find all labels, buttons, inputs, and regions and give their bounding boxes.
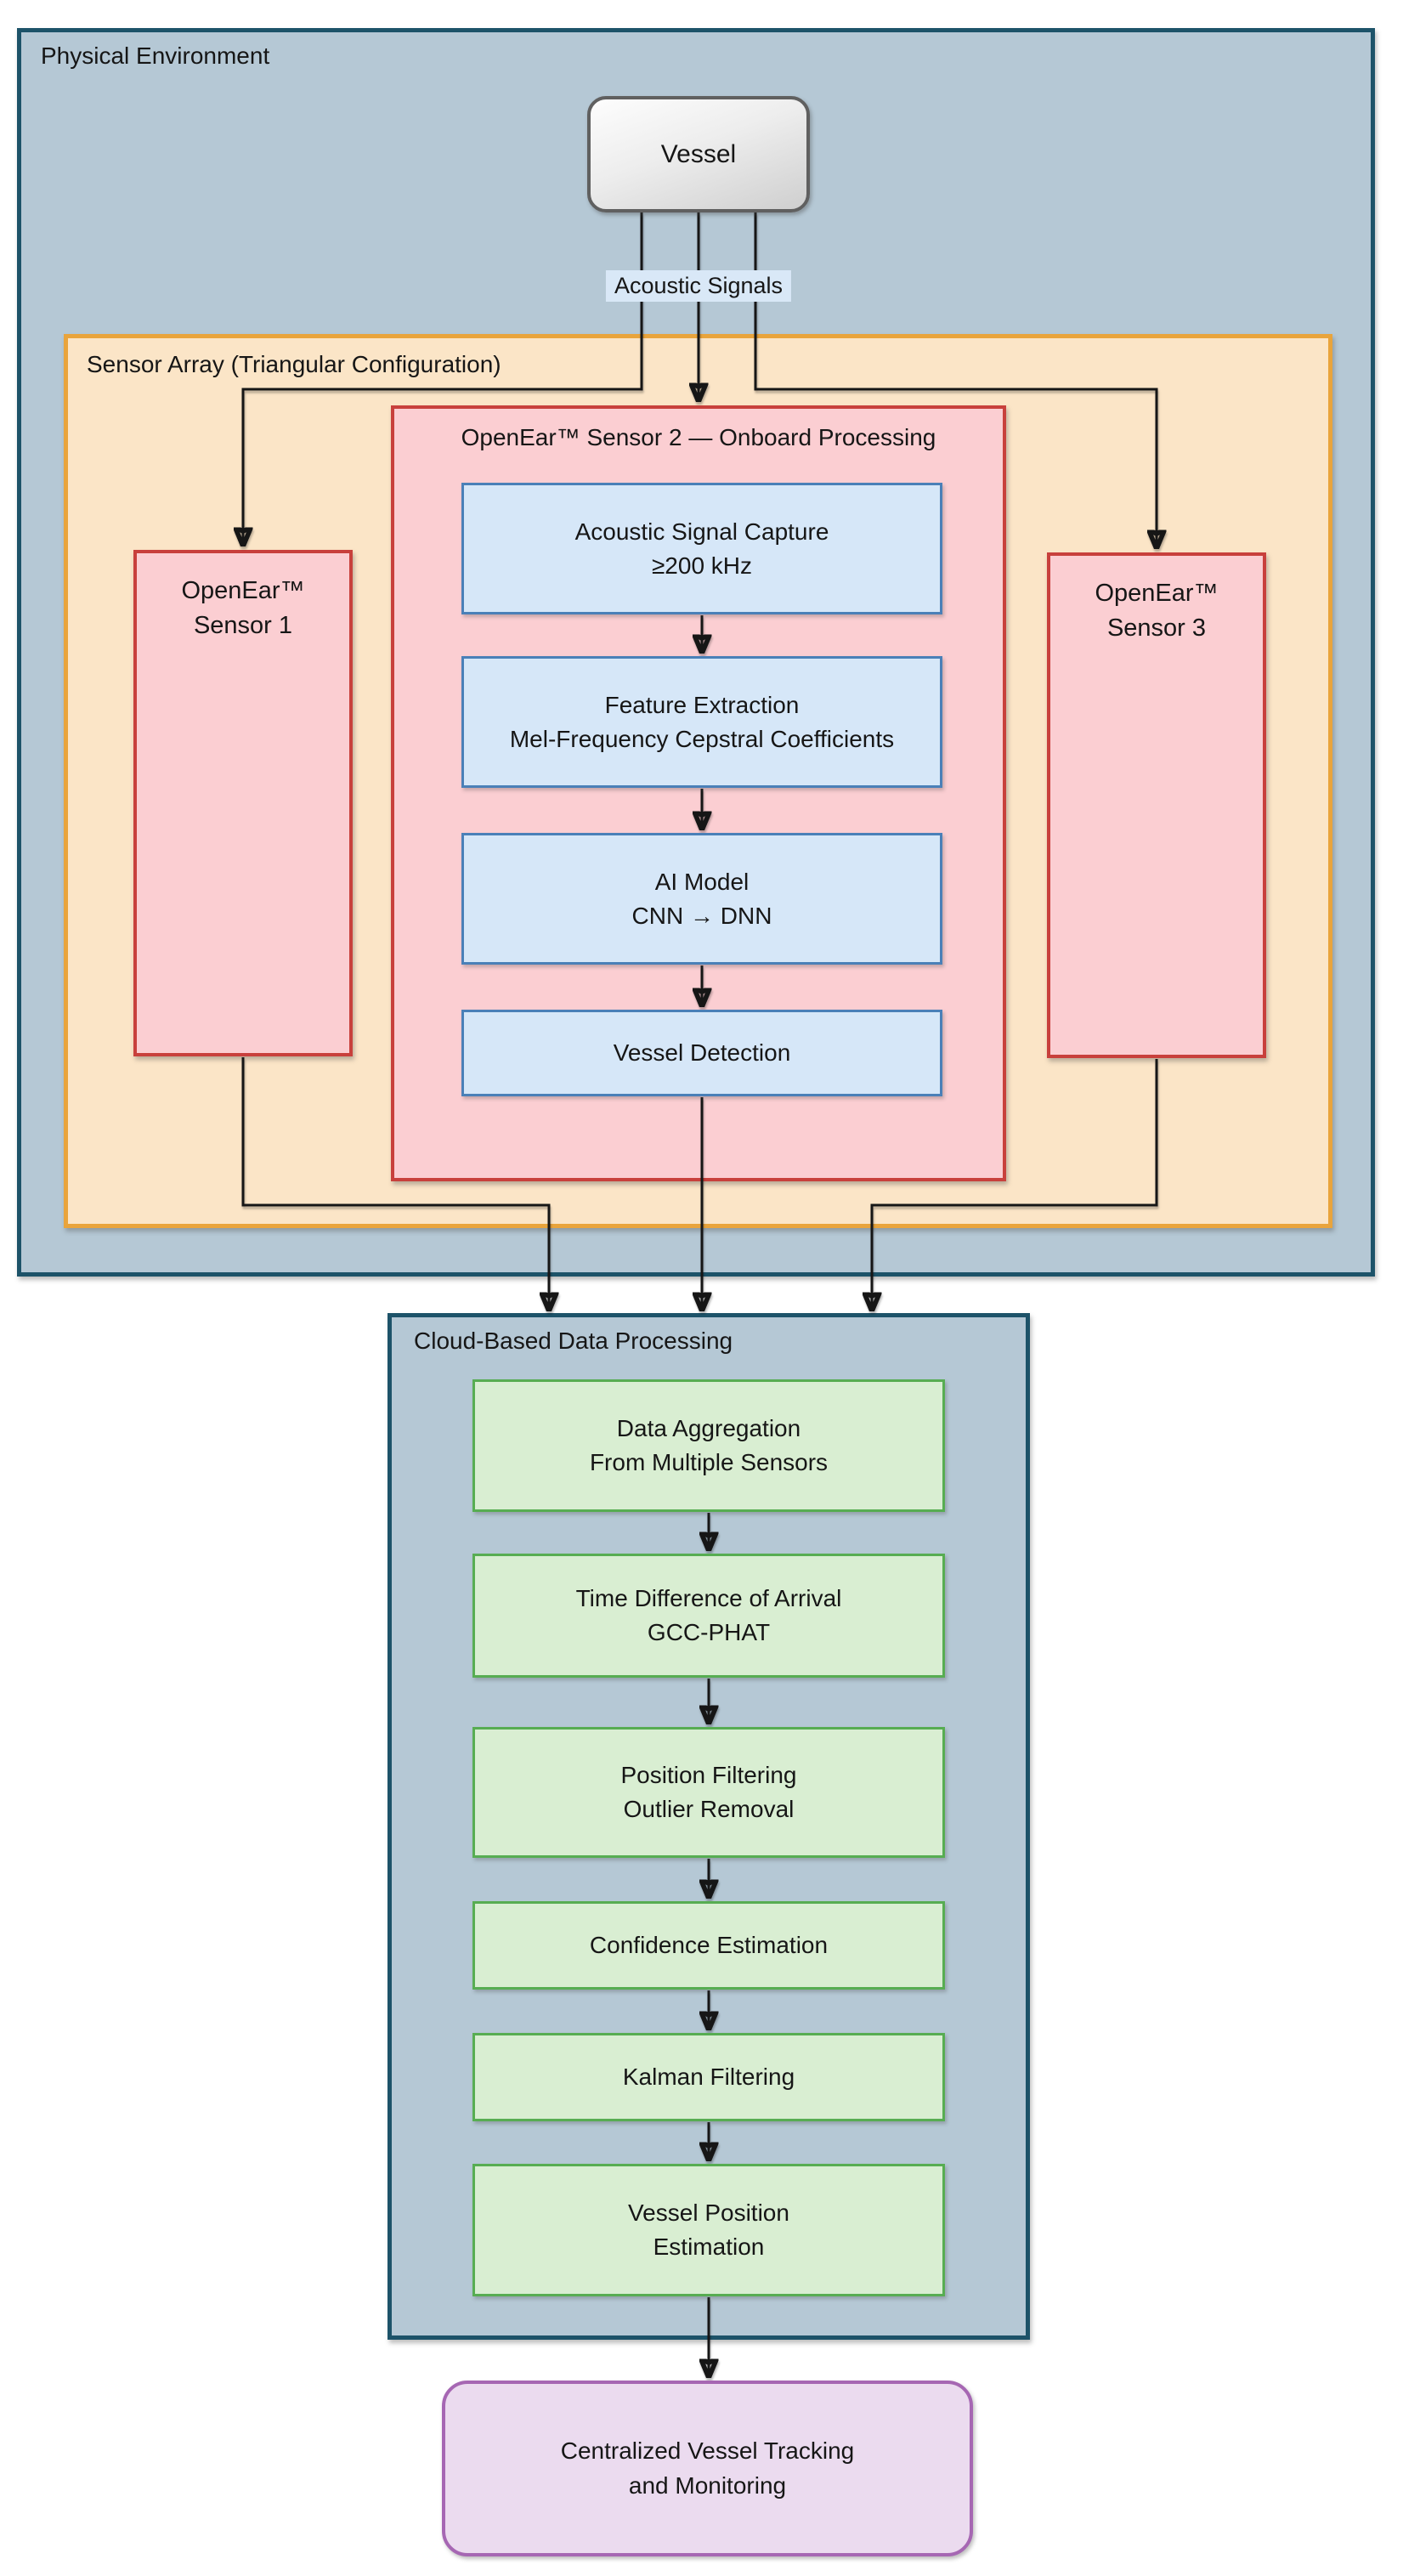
step-ai-model: AI Model CNN → DNN <box>461 833 942 965</box>
vessel-label: Vessel <box>660 139 737 168</box>
physical-environment-title: Physical Environment <box>41 42 270 69</box>
step-data-aggregation: Data Aggregation From Multiple Sensors <box>472 1379 945 1512</box>
output-label: Centralized Vessel Tracking and Monitori… <box>560 2437 855 2499</box>
step-kalman-filtering: Kalman Filtering <box>472 2033 945 2121</box>
sensor-array-title: Sensor Array (Triangular Configuration) <box>87 351 501 377</box>
sensor3-label: OpenEar™ Sensor 3 <box>1095 580 1219 642</box>
sensor1-node: OpenEar™ Sensor 1 <box>133 550 353 1056</box>
step-tdoa-gcc-phat: Time Difference of Arrival GCC-PHAT <box>472 1554 945 1678</box>
step-feature-extraction: Feature Extraction Mel-Frequency Cepstra… <box>461 656 942 788</box>
step-position-filtering: Position Filtering Outlier Removal <box>472 1727 945 1858</box>
acoustic-signals-label: Acoustic Signals <box>605 270 792 302</box>
sensor3-node: OpenEar™ Sensor 3 <box>1047 552 1266 1058</box>
sensor1-label: OpenEar™ Sensor 1 <box>181 577 305 639</box>
step-confidence-estimation: Confidence Estimation <box>472 1901 945 1990</box>
step-acoustic-signal-capture: Acoustic Signal Capture ≥200 kHz <box>461 483 942 614</box>
vessel-node: Vessel <box>587 96 810 212</box>
cloud-processing-title: Cloud-Based Data Processing <box>414 1328 733 1354</box>
sensor2-title: OpenEar™ Sensor 2 — Onboard Processing <box>461 424 936 450</box>
output-node: Centralized Vessel Tracking and Monitori… <box>442 2381 973 2556</box>
step-vessel-position-estimation: Vessel Position Estimation <box>472 2164 945 2296</box>
step-vessel-detection: Vessel Detection <box>461 1010 942 1096</box>
